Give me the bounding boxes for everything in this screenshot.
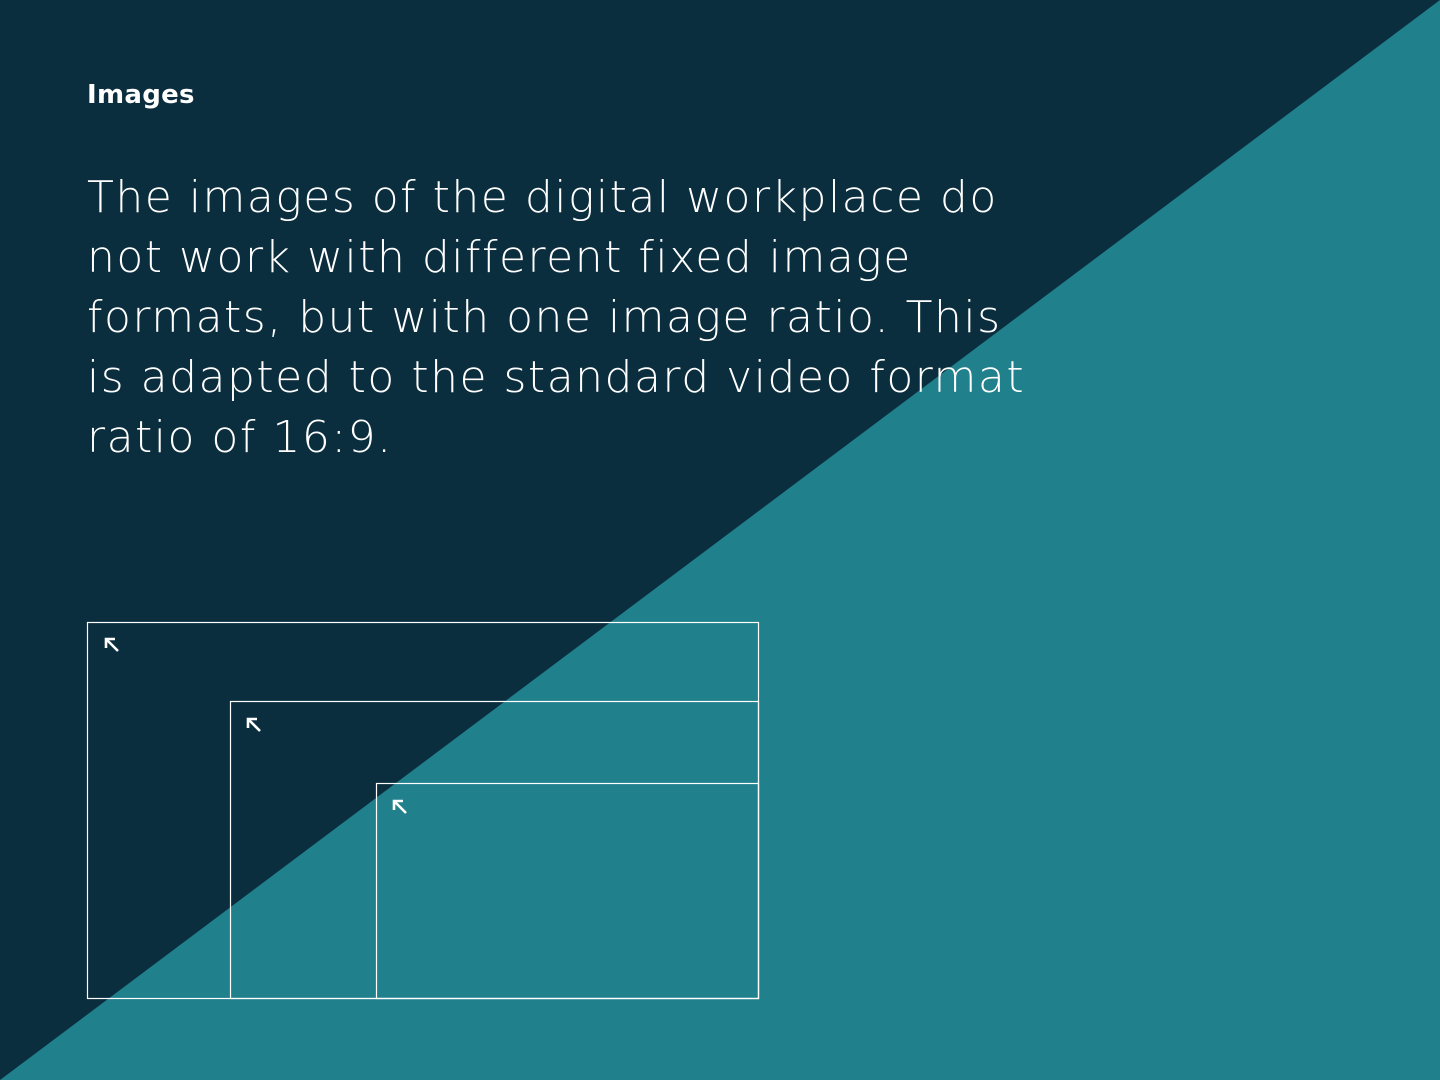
section-label: Images: [87, 80, 195, 110]
description-text: The images of the digital workplace do n…: [87, 172, 1026, 463]
